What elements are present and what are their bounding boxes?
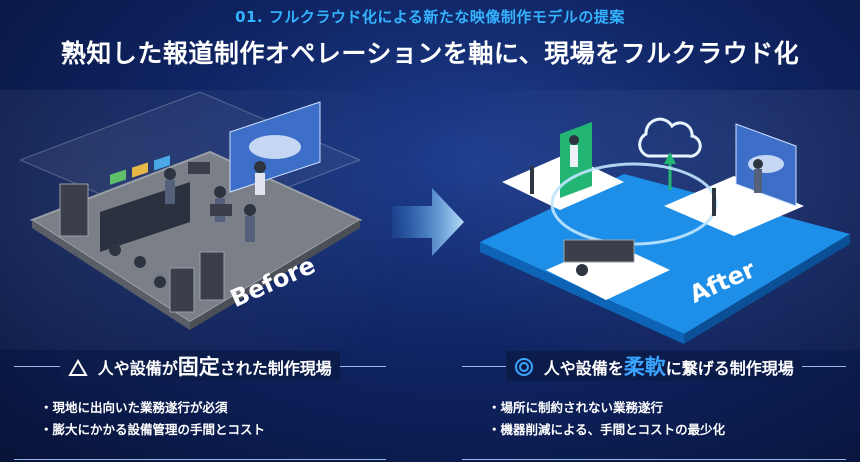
transition-arrow-icon	[392, 188, 464, 256]
triangle-icon	[68, 359, 88, 376]
before-description-panel: 人や設備が固定された制作現場 現地に出向いた業務遂行が必須 膨大にかかる設備管理…	[14, 351, 386, 460]
before-heading-emphasis: 固定	[177, 355, 220, 379]
list-item: 膨大にかかる設備管理の手間とコスト	[40, 419, 266, 441]
after-heading-emphasis: 柔軟	[623, 355, 666, 379]
after-illustration	[480, 117, 850, 344]
section-subtitle: 01. フルクラウド化による新たな映像制作モデルの提案	[235, 8, 625, 26]
before-heading-post: された制作現場	[219, 359, 332, 378]
page-headline: 熟知した報道制作オペレーションを軸に、現場をフルクラウド化	[60, 39, 800, 68]
list-item: 機器削減による、手間とコストの最少化	[488, 419, 726, 441]
after-heading-post: に繋げる制作現場	[665, 359, 794, 378]
before-bullet-list: 現地に出向いた業務遂行が必須 膨大にかかる設備管理の手間とコスト	[40, 397, 266, 441]
list-item: 場所に制約されない業務遂行	[488, 397, 725, 419]
list-item: 現地に出向いた業務遂行が必須	[40, 397, 265, 419]
double-circle-icon	[515, 358, 534, 376]
before-heading-pre: 人や設備が	[97, 359, 178, 378]
after-heading-pre: 人や設備を	[543, 359, 624, 378]
after-panel-heading: 人や設備を柔軟に繋げる制作現場	[462, 351, 846, 381]
before-panel-heading: 人や設備が固定された制作現場	[14, 351, 386, 381]
before-illustration	[20, 92, 363, 330]
after-bullet-list: 場所に制約されない業務遂行 機器削減による、手間とコストの最少化	[488, 397, 726, 441]
after-description-panel: 人や設備を柔軟に繋げる制作現場 場所に制約されない業務遂行 機器削減による、手間…	[462, 351, 846, 460]
